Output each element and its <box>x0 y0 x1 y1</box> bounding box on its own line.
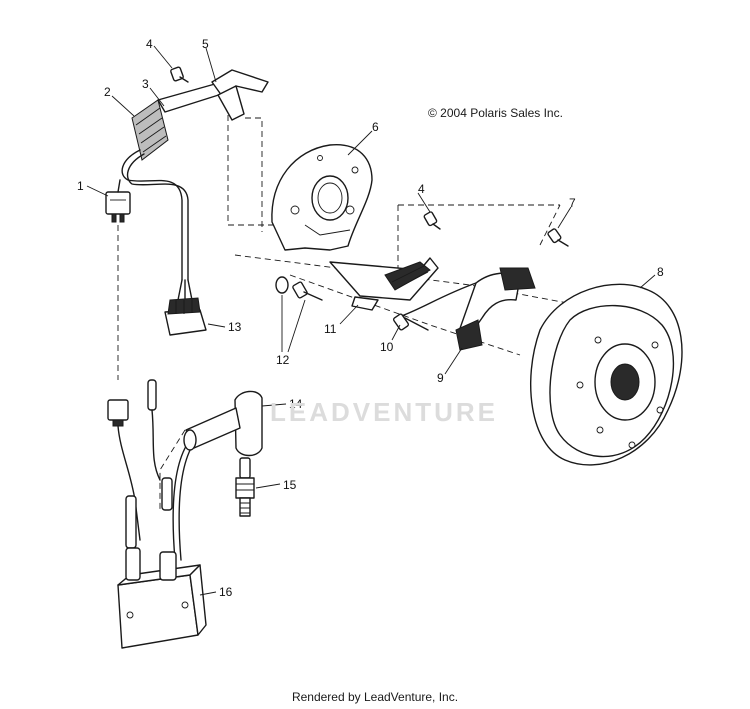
wiring-harness <box>117 149 193 301</box>
part-screw-10 <box>392 313 429 331</box>
part-screw-4b <box>423 211 441 230</box>
callout-8: 8 <box>657 265 664 279</box>
part-stator-plate-6 <box>271 144 373 251</box>
callout-6: 6 <box>372 120 379 134</box>
callout-7: 7 <box>569 196 576 210</box>
callout-13: 13 <box>228 320 242 334</box>
part-connector-13 <box>164 297 207 336</box>
part-pulser-coil-9 <box>395 267 536 351</box>
callout-9: 9 <box>437 371 444 385</box>
part-plug-cap-14 <box>183 390 263 457</box>
callout-3: 3 <box>142 77 149 91</box>
callout-4a: 4 <box>146 37 153 51</box>
part-exciter-coil-11 <box>329 257 439 311</box>
callout-4b: 4 <box>418 182 425 196</box>
callout-10: 10 <box>380 340 394 354</box>
part-cdi-module-16 <box>117 547 207 649</box>
part-clip-5 <box>211 69 269 121</box>
part-regulator-2 <box>131 99 169 161</box>
watermark: LEADVENTURE <box>270 397 499 427</box>
callout-14: 14 <box>289 397 303 411</box>
part-screw-4a <box>170 66 189 83</box>
callout-numbers: 1 2 3 4 5 6 4 7 8 9 10 11 12 13 14 15 16 <box>77 37 664 599</box>
callout-5: 5 <box>202 37 209 51</box>
callout-11: 11 <box>324 322 337 336</box>
part-flywheel-8 <box>530 283 683 466</box>
callout-12: 12 <box>276 353 290 367</box>
part-spark-plug-15 <box>235 457 255 517</box>
part-screw-7 <box>547 228 569 247</box>
ignition-wiring <box>107 379 197 561</box>
part-screw-washer-12 <box>275 276 323 301</box>
copyright-notice: © 2004 Polaris Sales Inc. <box>428 106 563 120</box>
callout-leaders <box>86 45 656 596</box>
callout-15: 15 <box>283 478 297 492</box>
footer-credit: Rendered by LeadVenture, Inc. <box>291 690 459 704</box>
part-connector-1 <box>105 191 131 223</box>
callout-1: 1 <box>77 179 84 193</box>
callout-16: 16 <box>219 585 233 599</box>
callout-2: 2 <box>104 85 111 99</box>
